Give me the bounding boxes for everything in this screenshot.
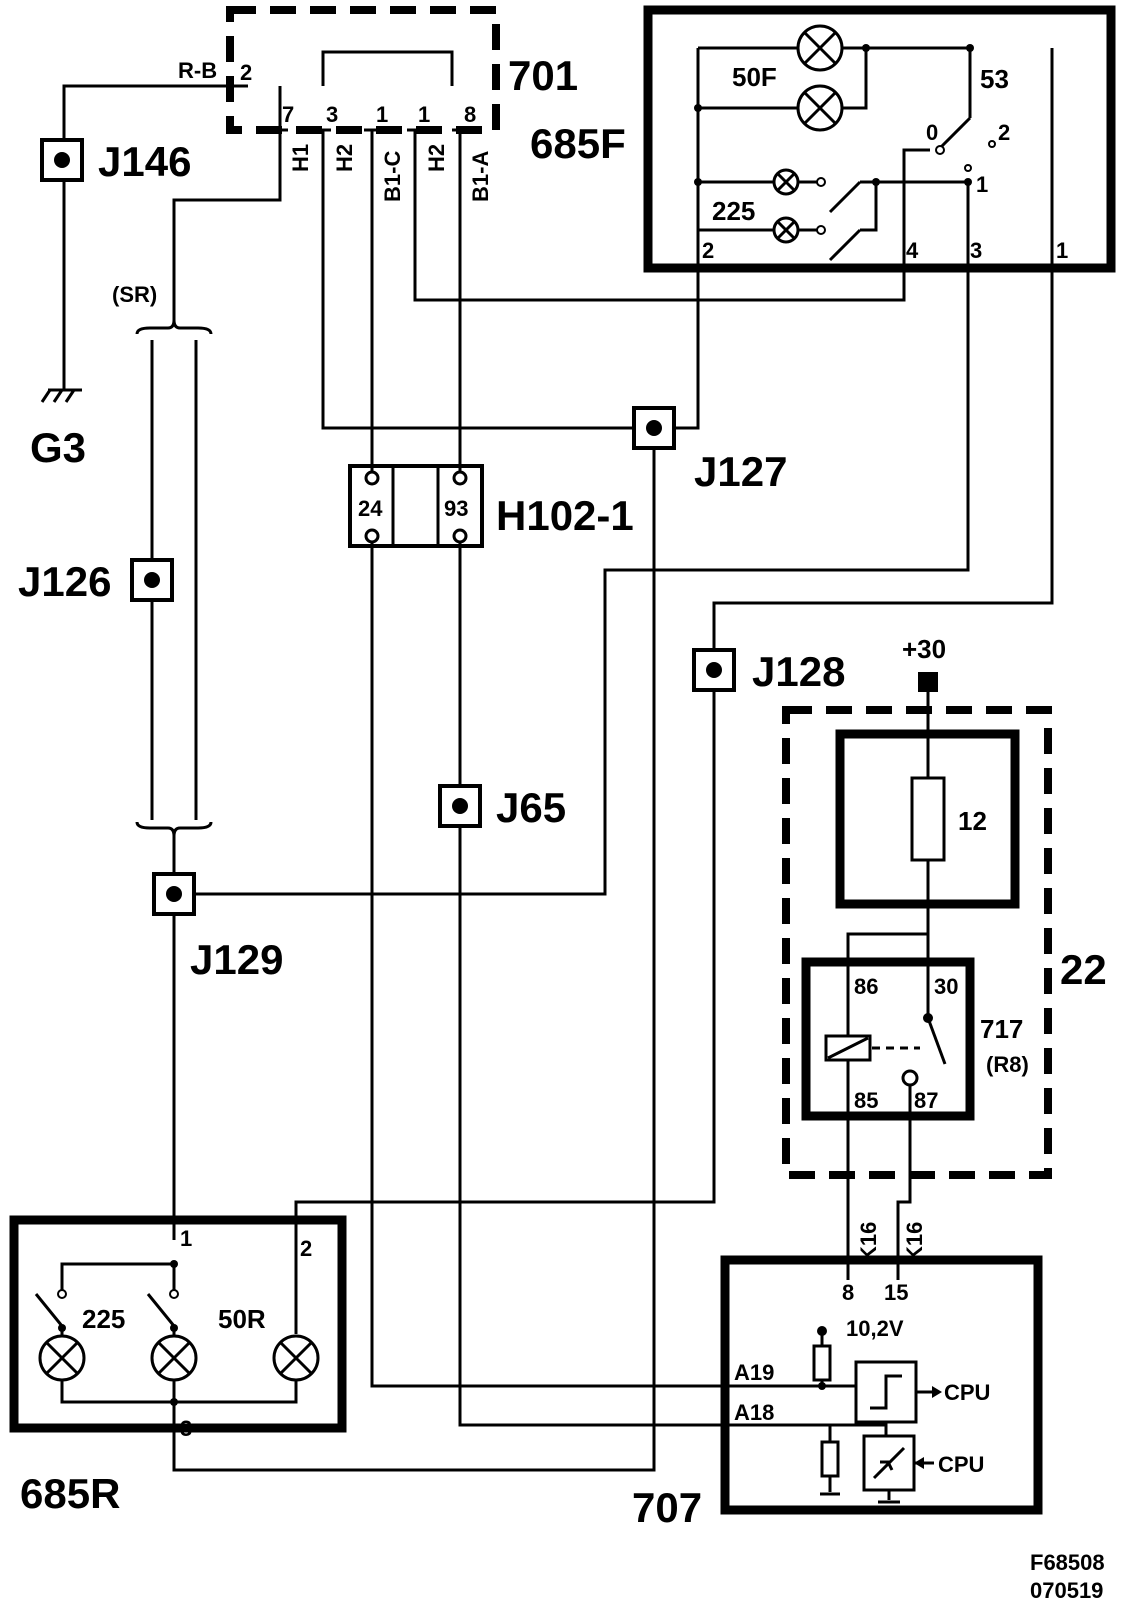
label-j129: J129 <box>190 936 283 983</box>
label-717: 717 <box>980 1014 1023 1044</box>
label-225f: 225 <box>712 196 755 226</box>
pin-685f-2: 2 <box>702 238 714 263</box>
module-685F-box <box>643 5 1116 273</box>
label-cpu-1: CPU <box>944 1380 990 1405</box>
pin-701-7: 7 <box>282 102 294 127</box>
pin-h102-93: 93 <box>444 496 468 521</box>
pin-relay-86: 86 <box>854 974 878 999</box>
wire-b1c: B1-C <box>380 151 405 202</box>
label-code-1: F68508 <box>1030 1550 1105 1575</box>
pin-relay-85: 85 <box>854 1088 878 1113</box>
label-j65: J65 <box>496 784 566 831</box>
pin-701-8: 8 <box>464 102 476 127</box>
switch-pos-0: 0 <box>926 120 938 145</box>
label-a19: A19 <box>734 1360 774 1385</box>
junction-j65 <box>438 784 482 828</box>
label-717-sub: (R8) <box>986 1052 1029 1077</box>
label-supply: +30 <box>902 634 946 664</box>
label-j126: J126 <box>18 558 111 605</box>
pin-701-3: 3 <box>326 102 338 127</box>
relay-717-box <box>801 957 975 1121</box>
junction-j146 <box>40 138 84 182</box>
wire-k16b: K16 <box>902 1222 927 1262</box>
label-fuse-12: 12 <box>958 806 987 836</box>
module-22-box <box>782 706 1052 1179</box>
wire-h1: H1 <box>288 144 313 172</box>
label-701: 701 <box>508 52 578 99</box>
label-j128: J128 <box>752 648 845 695</box>
h102-pins <box>364 470 468 544</box>
label-a18: A18 <box>734 1400 774 1425</box>
label-53: 53 <box>980 64 1009 94</box>
pin-relay-87: 87 <box>914 1088 938 1113</box>
pin-685f-4: 4 <box>906 238 919 263</box>
pin-685f-3: 3 <box>970 238 982 263</box>
switch-pos-1: 1 <box>976 172 988 197</box>
label-50f: 50F <box>732 62 777 92</box>
label-685F: 685F <box>530 120 626 167</box>
label-10v2: 10,2V <box>846 1316 904 1341</box>
module-22-internals <box>824 672 947 1087</box>
label-ground-g3: G3 <box>30 424 86 471</box>
wire-k16a: K16 <box>856 1222 881 1262</box>
pin-701-1b: 1 <box>418 102 430 127</box>
switch-pos-2: 2 <box>998 120 1010 145</box>
label-sr: (SR) <box>112 282 157 307</box>
pin-701-1a: 1 <box>376 102 388 127</box>
junction-j126 <box>130 558 174 602</box>
pin-707-15: 15 <box>884 1280 908 1305</box>
pin-h102-24: 24 <box>358 496 383 521</box>
label-code-2: 070519 <box>1030 1578 1103 1603</box>
pin-685r-3: 3 <box>180 1416 192 1441</box>
connector-701-box <box>226 6 500 134</box>
label-707: 707 <box>632 1484 702 1531</box>
fuse-12 <box>910 776 946 862</box>
wire-h2b: H2 <box>424 144 449 172</box>
pin-685r-1: 1 <box>180 1226 192 1251</box>
connector-701-pins <box>230 84 468 132</box>
junction-j127 <box>632 406 676 450</box>
label-22: 22 <box>1060 946 1107 993</box>
label-50r: 50R <box>218 1304 266 1334</box>
junction-j128 <box>692 648 736 692</box>
supply-terminal <box>918 672 938 692</box>
wire-h2a: H2 <box>332 144 357 172</box>
pin-685f-1: 1 <box>1056 238 1068 263</box>
pin-685r-2: 2 <box>300 1236 312 1261</box>
labels: 701 685F 685R 707 22 717 (R8) H102-1 12 … <box>18 52 1107 1603</box>
label-h102: H102-1 <box>496 492 634 539</box>
label-225r: 225 <box>82 1304 125 1334</box>
label-685R: 685R <box>20 1470 120 1517</box>
module-685R-box <box>9 1215 347 1433</box>
junction-j129 <box>152 872 196 916</box>
label-j146: J146 <box>98 138 191 185</box>
pin-relay-30: 30 <box>934 974 958 999</box>
pin-701-2: 2 <box>240 60 252 85</box>
label-j127: J127 <box>694 448 787 495</box>
module-685R-internals <box>34 1260 320 1406</box>
label-rb: R-B <box>178 58 217 83</box>
wire-b1a: B1-A <box>468 151 493 202</box>
module-685F-internals <box>694 24 996 262</box>
pin-707-8: 8 <box>842 1280 854 1305</box>
module-707-internals <box>725 1326 942 1504</box>
label-cpu-2: CPU <box>938 1452 984 1477</box>
